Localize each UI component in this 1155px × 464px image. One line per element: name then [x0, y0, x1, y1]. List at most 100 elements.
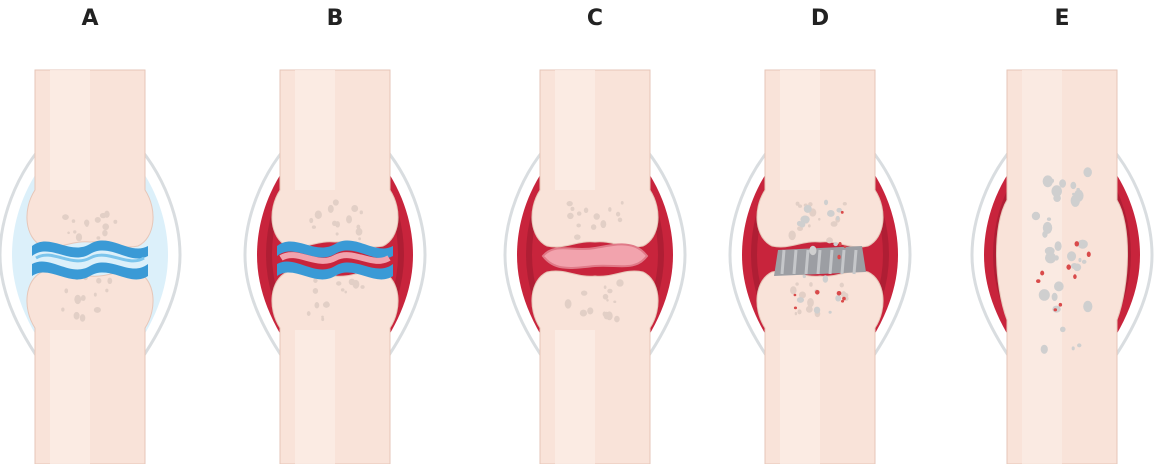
- erosion-streak: [794, 250, 796, 274]
- bone-texture-dot: [606, 299, 608, 302]
- erosion-streak: [830, 250, 832, 274]
- bone-texture-dot: [346, 215, 352, 223]
- bone-texture-dot: [788, 231, 795, 241]
- bone-texture-dot: [80, 314, 85, 322]
- bone-lesion: [1072, 193, 1075, 196]
- bone-lesion: [803, 275, 806, 278]
- bone-lesion: [1039, 289, 1050, 301]
- joint-panel-b: B: [235, 0, 435, 464]
- lower-bone-highlight: [780, 330, 820, 464]
- joint-illustration: [720, 50, 920, 464]
- bone-texture-dot: [807, 298, 814, 307]
- joint-panel-e: E: [962, 0, 1155, 464]
- bone-texture-dot: [351, 205, 358, 212]
- bone-texture-dot: [341, 288, 345, 291]
- bone-texture-dot: [76, 233, 82, 241]
- bone-texture-dot: [67, 231, 70, 234]
- bone-texture-dot: [100, 213, 107, 218]
- bone-texture-dot: [96, 278, 101, 284]
- lower-bone-highlight: [295, 330, 335, 464]
- bone-lesion: [823, 275, 829, 283]
- bone-lesion: [1078, 258, 1081, 262]
- erosion-streak: [854, 250, 856, 274]
- bone-texture-dot: [797, 309, 801, 314]
- bone-texture-dot: [336, 232, 339, 235]
- bone-lesion: [1060, 327, 1066, 333]
- bone-lesion: [1043, 175, 1053, 187]
- joint-group: [245, 70, 425, 464]
- lower-bone-highlight: [50, 330, 90, 464]
- joint-group: [972, 70, 1152, 464]
- bone-texture-dot: [604, 285, 607, 289]
- bone-texture-dot: [314, 302, 319, 308]
- joint-illustration: [962, 50, 1155, 464]
- bone-texture-dot: [621, 201, 624, 205]
- bone-lesion: [1045, 252, 1056, 263]
- bone-texture-dot: [808, 224, 811, 227]
- bone-texture-dot: [62, 214, 69, 220]
- inflammation-dot: [1075, 241, 1080, 246]
- bone-lesion: [833, 242, 838, 246]
- bone-texture-dot: [84, 220, 89, 226]
- bone-lesion: [1055, 241, 1062, 251]
- bone-texture-dot: [577, 211, 582, 215]
- bone-texture-dot: [567, 213, 574, 219]
- inflammation-dot: [815, 290, 819, 295]
- bone-texture-dot: [102, 223, 109, 230]
- bone-texture-dot: [321, 317, 324, 321]
- bone-texture-dot: [606, 311, 613, 320]
- joint-illustration: [235, 50, 435, 464]
- bone-texture-dot: [798, 204, 802, 208]
- bone-texture-dot: [608, 207, 611, 212]
- inflammation-dot: [837, 255, 840, 260]
- bone-lesion: [1054, 281, 1064, 291]
- bone-lesion: [1083, 167, 1092, 177]
- erosion-streak: [818, 250, 820, 274]
- bone-texture-dot: [574, 234, 581, 240]
- bone-lesion: [1070, 182, 1076, 189]
- inflammation-dot: [1040, 271, 1044, 276]
- bone-texture-dot: [618, 218, 622, 223]
- panel-label: C: [495, 4, 695, 34]
- bone-texture-dot: [818, 218, 820, 221]
- bone-texture-dot: [616, 212, 620, 217]
- bone-texture-dot: [74, 312, 80, 320]
- bone-texture-dot: [315, 210, 322, 218]
- panel-label: A: [0, 4, 190, 34]
- panel-label: B: [235, 4, 435, 34]
- bone-lesion: [829, 311, 832, 314]
- bone-texture-dot: [356, 225, 360, 229]
- bone-texture-dot: [336, 281, 341, 285]
- bone-texture-dot: [307, 311, 311, 316]
- bone-texture-dot: [809, 282, 813, 287]
- bone-lesion: [1076, 188, 1080, 191]
- bone-lesion: [1059, 179, 1066, 188]
- bone-texture-dot: [312, 225, 316, 229]
- bone-texture-dot: [72, 219, 76, 223]
- inflammation-dot: [841, 300, 844, 303]
- pannus-tissue: [543, 244, 647, 268]
- panel-label: E: [962, 4, 1155, 34]
- bone-texture-dot: [591, 224, 596, 230]
- inflammation-dot: [842, 297, 846, 301]
- inflammation-dot: [844, 246, 846, 248]
- bone-lesion: [1082, 260, 1087, 264]
- bone-texture-dot: [603, 311, 607, 316]
- bone-texture-dot: [360, 285, 364, 289]
- bone-texture-dot: [313, 288, 318, 294]
- bone-texture-dot: [64, 288, 68, 293]
- inflammation-dot: [841, 211, 844, 214]
- inflammation-dot: [1059, 303, 1062, 307]
- upper-bone-highlight: [295, 70, 335, 190]
- joint-group: [0, 70, 180, 464]
- bone-texture-dot: [353, 280, 360, 289]
- bone-texture-dot: [356, 228, 363, 236]
- bone-texture-dot: [324, 301, 328, 305]
- bone-texture-dot: [603, 294, 608, 300]
- bone-lesion: [1052, 293, 1058, 301]
- bone-texture-dot: [576, 224, 581, 228]
- bone-texture-dot: [593, 213, 599, 219]
- bone-texture-dot: [94, 293, 97, 297]
- bone-texture-dot: [567, 201, 573, 206]
- erosion-streak: [806, 250, 808, 274]
